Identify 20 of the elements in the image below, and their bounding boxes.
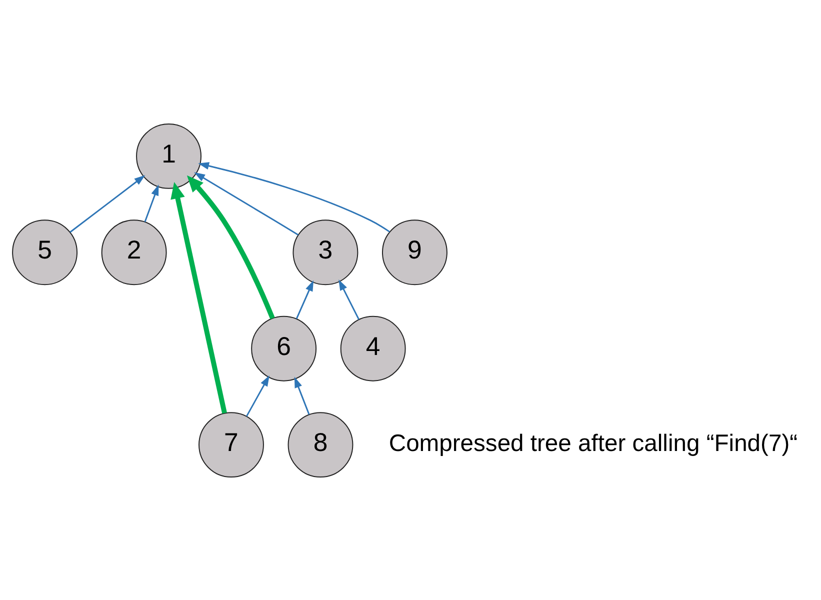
label: Compressed tree after calling “Find(7)“ [388, 429, 798, 456]
arrow [198, 162, 390, 232]
node-circle: 2 [101, 219, 167, 285]
node-circle: 5 [12, 219, 78, 285]
arrow [194, 172, 299, 235]
node-circle: 7 [198, 412, 264, 478]
node-circle: 6 [251, 315, 317, 381]
arrow [294, 376, 310, 414]
node-circle: 9 [382, 219, 448, 285]
arrow [186, 174, 275, 319]
arrow [170, 182, 227, 414]
arrow [296, 280, 314, 319]
node-circle: 3 [292, 219, 358, 285]
arrow [338, 278, 360, 320]
arrow [246, 374, 270, 416]
arrow [70, 174, 146, 232]
node-circle: 4 [340, 315, 406, 381]
node-circle: 1 [136, 122, 202, 188]
arrow [144, 184, 159, 222]
node-circle: 8 [288, 412, 354, 478]
